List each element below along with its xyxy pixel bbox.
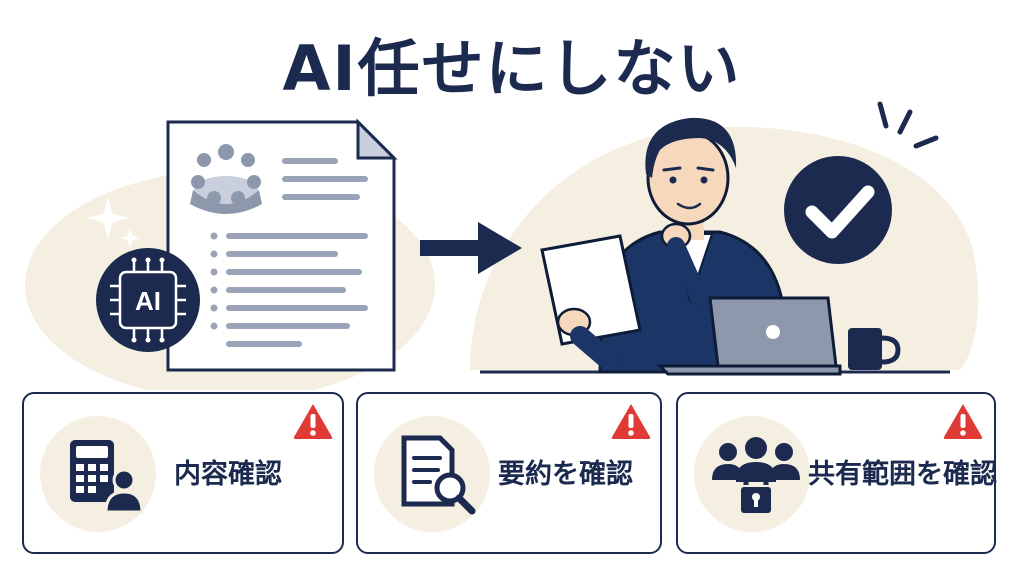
warning-icon — [611, 404, 651, 439]
meeting-icon — [190, 144, 262, 214]
card-label: 要約を確認 — [498, 459, 633, 490]
warning-icon — [293, 404, 333, 439]
ai-chip-label: AI — [135, 286, 161, 316]
card-label: 共有範囲を確認 — [808, 459, 997, 490]
card-label: 内容確認 — [174, 459, 282, 490]
people-lock-icon — [712, 437, 800, 515]
sparkle-icon — [87, 197, 140, 248]
calculator-person-icon — [70, 440, 144, 514]
illustration: AI — [25, 101, 979, 390]
warning-icon — [943, 404, 983, 439]
document-icon — [166, 118, 398, 372]
emphasis-lines-icon — [877, 101, 939, 149]
check-card-sharing-scope: 共有範囲を確認 — [676, 392, 997, 554]
check-card-summary: 要約を確認 — [356, 392, 662, 554]
paper-sheet — [540, 234, 642, 370]
coffee-mug-icon — [848, 328, 901, 370]
page-title: AI任せにしない — [282, 32, 742, 105]
checkmark-icon — [784, 156, 892, 264]
document-search-icon — [401, 435, 476, 515]
arrow-right-icon — [420, 222, 522, 274]
businessman-figure — [598, 117, 792, 374]
check-card-content: 内容確認 — [22, 392, 344, 554]
ai-chip-badge: AI — [96, 248, 200, 352]
laptop-icon — [656, 296, 842, 376]
